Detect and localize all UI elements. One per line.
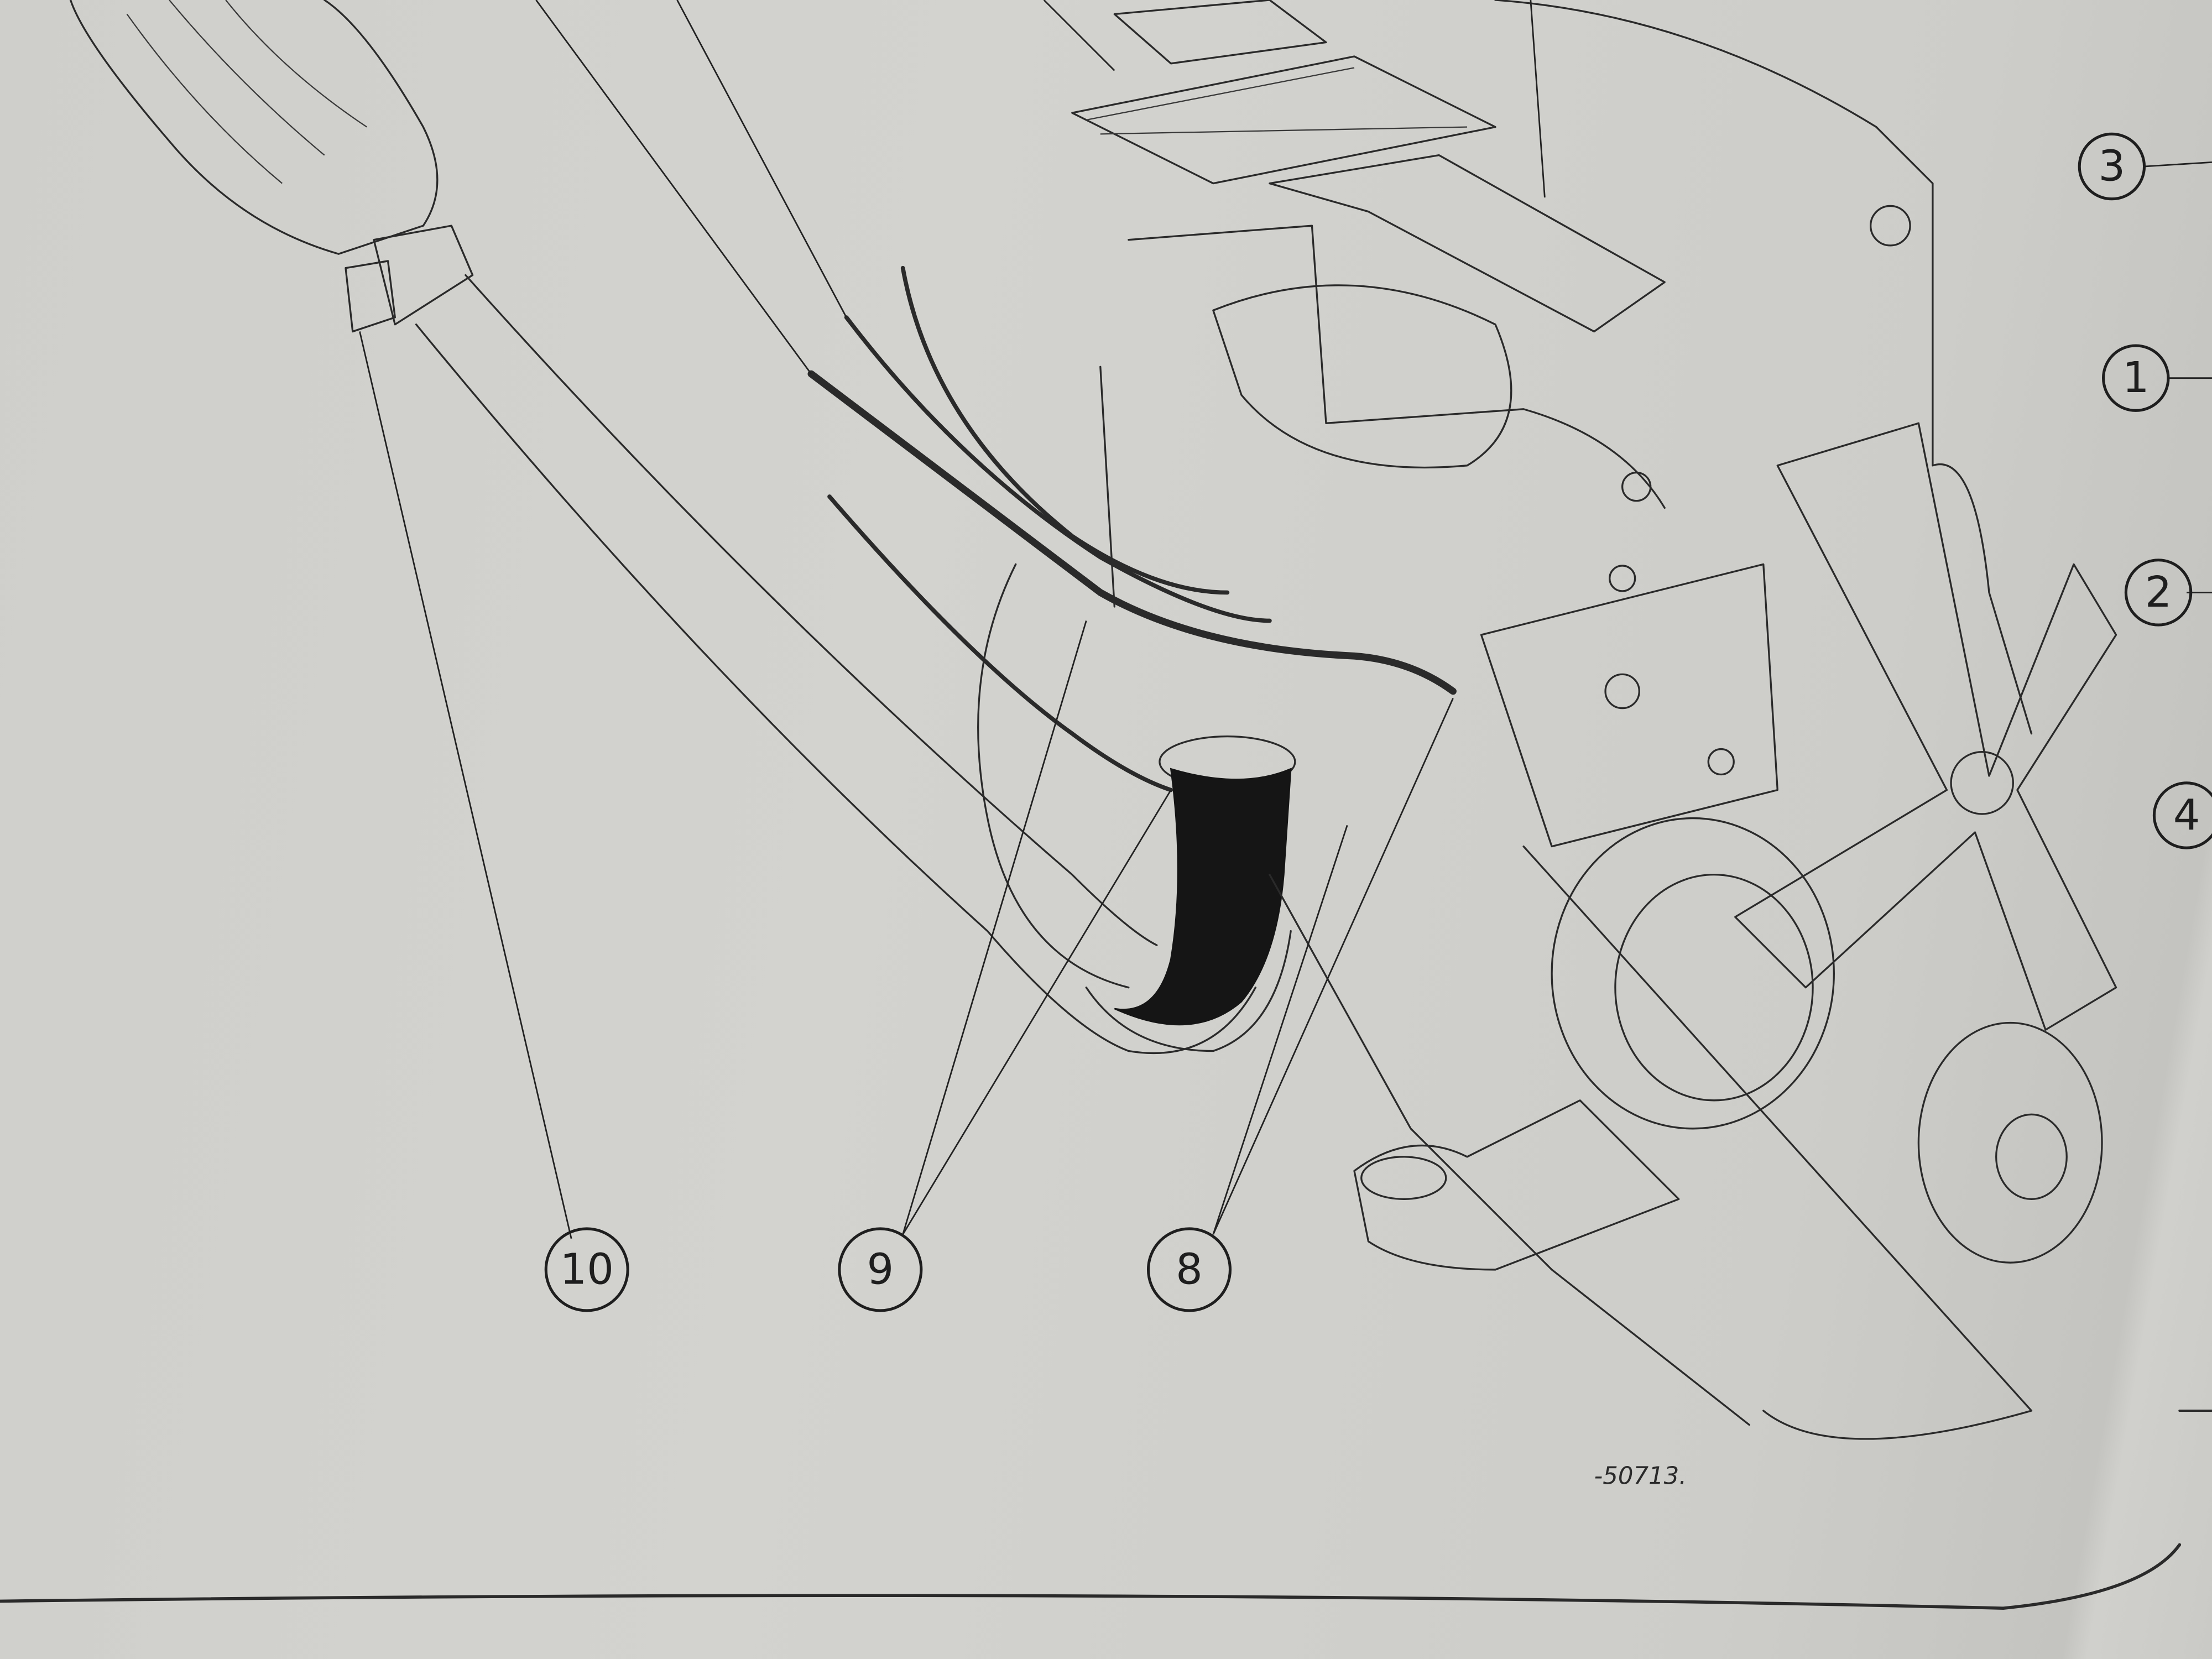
exhaust-pipe bbox=[415, 274, 1257, 1055]
svg-text:1: 1 bbox=[2122, 353, 2150, 403]
svg-text:8: 8 bbox=[1176, 1245, 1203, 1294]
figure-number: -50713. bbox=[1594, 1463, 1687, 1490]
cables bbox=[807, 265, 1457, 792]
callout-8: 8 bbox=[1146, 1227, 1232, 1312]
exhaust-downpipe bbox=[1085, 735, 1296, 1052]
callout-10: 10 bbox=[544, 1227, 629, 1312]
svg-text:4: 4 bbox=[2173, 791, 2200, 840]
crank-pulley-and-fan bbox=[1353, 422, 2117, 1271]
callout-2: 2 bbox=[2124, 559, 2193, 627]
callout-4: 4 bbox=[2152, 781, 2212, 849]
svg-text:9: 9 bbox=[867, 1245, 894, 1294]
callout-1: 1 bbox=[2102, 344, 2170, 412]
callout-9: 9 bbox=[838, 1227, 923, 1312]
engine-block bbox=[977, 0, 2033, 1440]
leader-lines bbox=[359, 0, 2212, 1239]
svg-text:10: 10 bbox=[560, 1245, 614, 1294]
svg-text:2: 2 bbox=[2145, 568, 2172, 617]
svg-text:3: 3 bbox=[2099, 142, 2126, 191]
page-rule bbox=[0, 1543, 2182, 1610]
callout-3: 3 bbox=[2078, 132, 2146, 201]
exhaust-silencer bbox=[69, 0, 474, 333]
